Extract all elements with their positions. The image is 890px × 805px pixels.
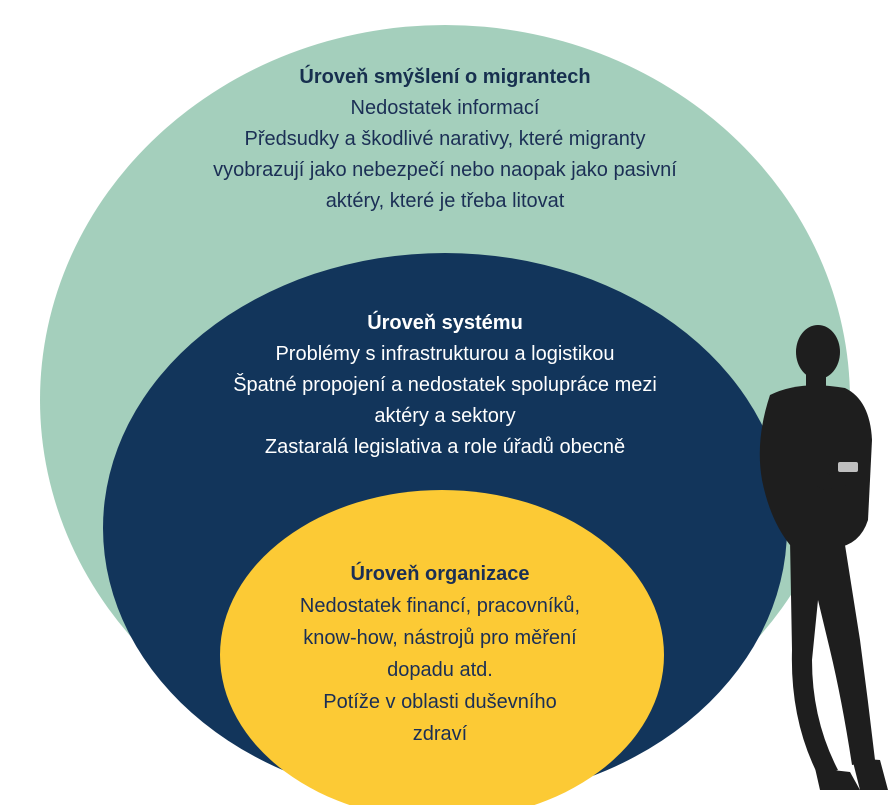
level-organization-item: know-how, nástrojů pro měření [303, 627, 577, 649]
person-silhouette [759, 325, 888, 790]
level-organization-item: zdraví [412, 723, 468, 745]
level-organization-item: Nedostatek financí, pracovníků, [299, 595, 581, 617]
level-mindset-item: Nedostatek informací [350, 97, 540, 119]
level-mindset-item: Předsudky a škodlivé narativy, které mig… [244, 128, 646, 150]
level-system-item: Špatné propojení a nedostatek spolupráce… [233, 374, 657, 396]
level-organization-title: Úroveň organizace [350, 563, 530, 585]
level-mindset-title: Úroveň smýšlení o migrantech [299, 66, 591, 88]
level-organization-item: dopadu atd. [387, 659, 493, 681]
level-system-item: Problémy s infrastrukturou a logistikou [275, 343, 615, 365]
level-system-item: aktéry a sektory [374, 405, 516, 427]
level-mindset: Úroveň smýšlení o migrantech Nedostatek … [120, 62, 770, 217]
level-system: Úroveň systému Problémy s infrastrukturo… [175, 308, 715, 463]
inner-circle [220, 490, 664, 805]
level-organization-item: Potíže v oblasti duševního [323, 691, 557, 713]
level-mindset-item: vyobrazují jako nebezpečí nebo naopak ja… [213, 159, 677, 181]
level-organization: Úroveň organizace Nedostatek financí, pr… [250, 558, 630, 750]
level-system-title: Úroveň systému [367, 312, 523, 334]
level-mindset-item: aktéry, které je třeba litovat [325, 190, 565, 212]
level-system-item: Zastaralá legislativa a role úřadů obecn… [264, 436, 626, 458]
